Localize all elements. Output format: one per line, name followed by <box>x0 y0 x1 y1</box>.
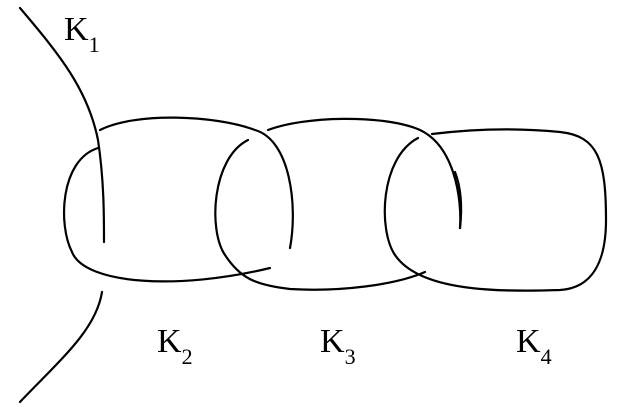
loop-k3-left-arc <box>214 138 427 291</box>
label-k2-sub: 2 <box>182 344 193 369</box>
label-k2-main: K <box>157 323 182 360</box>
label-k4-main: K <box>516 323 541 360</box>
label-k2: K2 <box>157 323 193 369</box>
label-k1: K1 <box>64 11 100 57</box>
loop-k2-left-arc <box>62 146 272 283</box>
loop-k4-inner-arc <box>453 170 463 230</box>
label-k1-main: K <box>64 11 89 48</box>
loop-k2 <box>62 116 294 283</box>
strand-k1-upper <box>18 6 106 244</box>
loop-k4-left-arc <box>383 128 608 292</box>
label-k3-main: K <box>320 323 345 360</box>
loop-k2-right-arc <box>98 116 294 250</box>
loop-k3-right-arc <box>266 117 462 230</box>
loop-k3 <box>214 117 462 291</box>
loop-k4 <box>383 128 608 292</box>
strand-k1 <box>18 6 106 404</box>
label-k3-sub: 3 <box>345 344 356 369</box>
label-k4-sub: 4 <box>541 344 552 369</box>
label-k3: K3 <box>320 323 356 369</box>
label-k1-sub: 1 <box>89 32 100 57</box>
label-k4: K4 <box>516 323 552 369</box>
strand-k1-lower <box>18 290 104 404</box>
